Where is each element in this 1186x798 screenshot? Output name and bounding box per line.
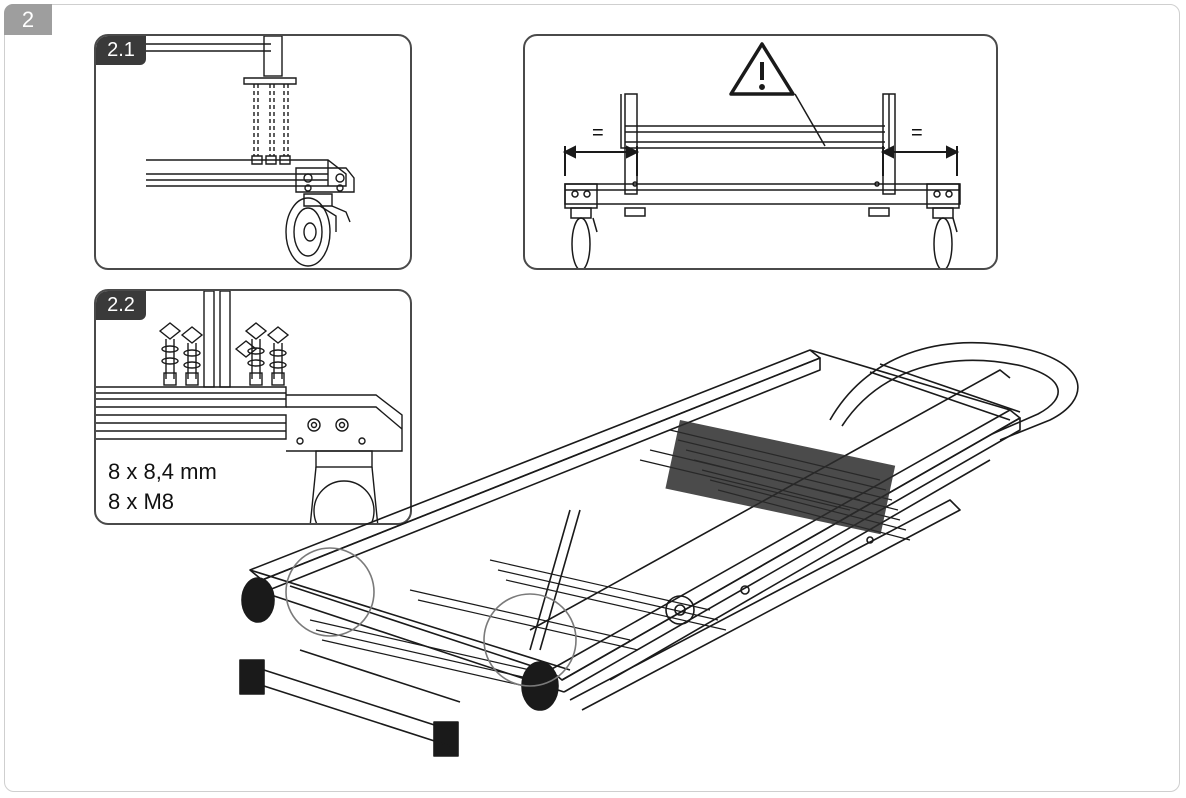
equal-mark-right: = xyxy=(911,122,923,144)
detail-label-2-1: 2.1 xyxy=(96,36,146,65)
page-frame xyxy=(4,4,1180,792)
platform-trolley-drawing xyxy=(239,341,1079,757)
hardware-washer-spec: 8 x 8,4 mm xyxy=(108,459,221,485)
step-number-badge: 2 xyxy=(4,4,52,35)
alignment-drawing xyxy=(562,42,961,268)
detail-2-2-callout-circle xyxy=(483,593,577,687)
warning-triangle-icon xyxy=(729,42,795,96)
detail-panel-2-1: 2.1 xyxy=(94,34,412,270)
detail-panel-2-2: 2.2 8 x 8,4 mm 8 x M8 xyxy=(94,289,412,525)
equal-mark-left: = xyxy=(592,122,604,144)
hardware-nut-spec: 8 x M8 xyxy=(108,489,179,515)
detail-label-2-2: 2.2 xyxy=(96,291,146,320)
nut-washer-drawing xyxy=(96,291,403,523)
detail-2-1-callout-circle xyxy=(285,547,375,637)
caster-bolt-drawing xyxy=(96,36,355,267)
warning-panel: = = xyxy=(523,34,998,270)
